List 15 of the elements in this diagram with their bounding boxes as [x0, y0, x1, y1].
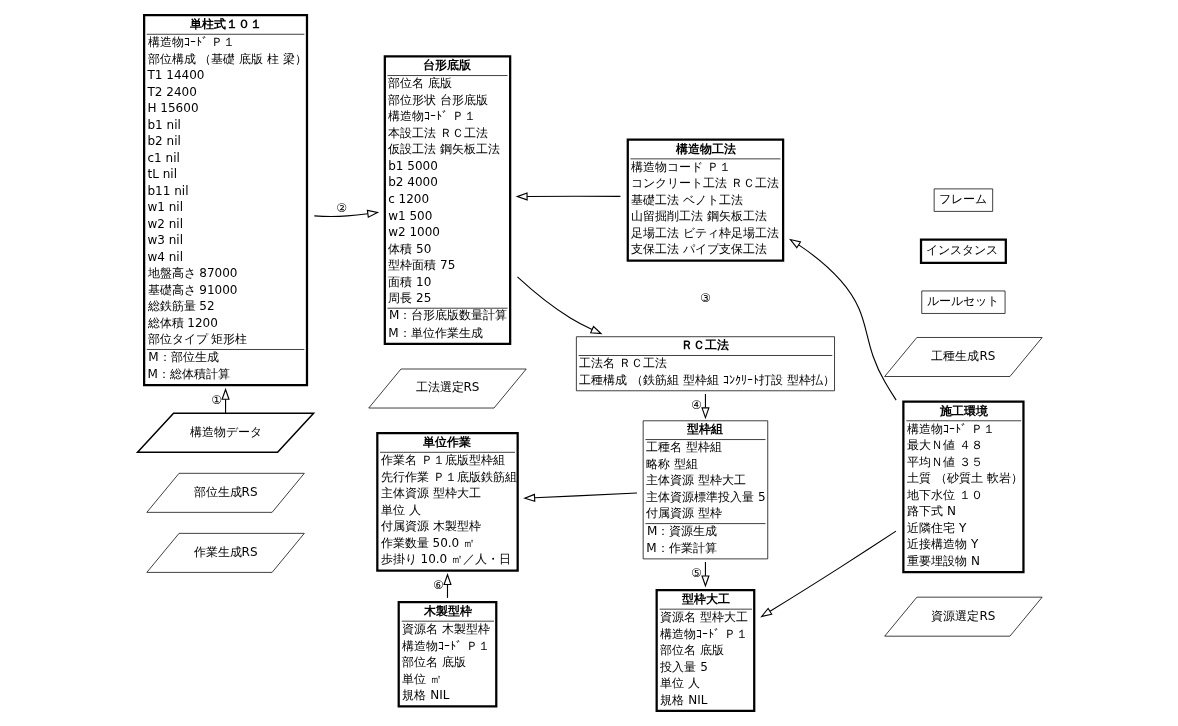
- edge-label: ②: [335, 201, 347, 215]
- arrow: [788, 238, 897, 401]
- legend-label: インスタンス: [925, 243, 998, 258]
- arrow: [515, 192, 621, 201]
- arrow: [759, 530, 897, 618]
- arrow: [313, 209, 379, 219]
- legend-label: ルールセット: [926, 294, 999, 309]
- edge-label: ①: [210, 393, 222, 408]
- arrow: [522, 492, 638, 502]
- edge-label: ⑥: [432, 578, 444, 593]
- edge-label: ④: [690, 397, 702, 412]
- arrow: [516, 276, 603, 335]
- edge-label: ⑤: [690, 565, 702, 580]
- label: ③: [699, 291, 711, 306]
- legend-label: フレーム: [938, 191, 987, 206]
